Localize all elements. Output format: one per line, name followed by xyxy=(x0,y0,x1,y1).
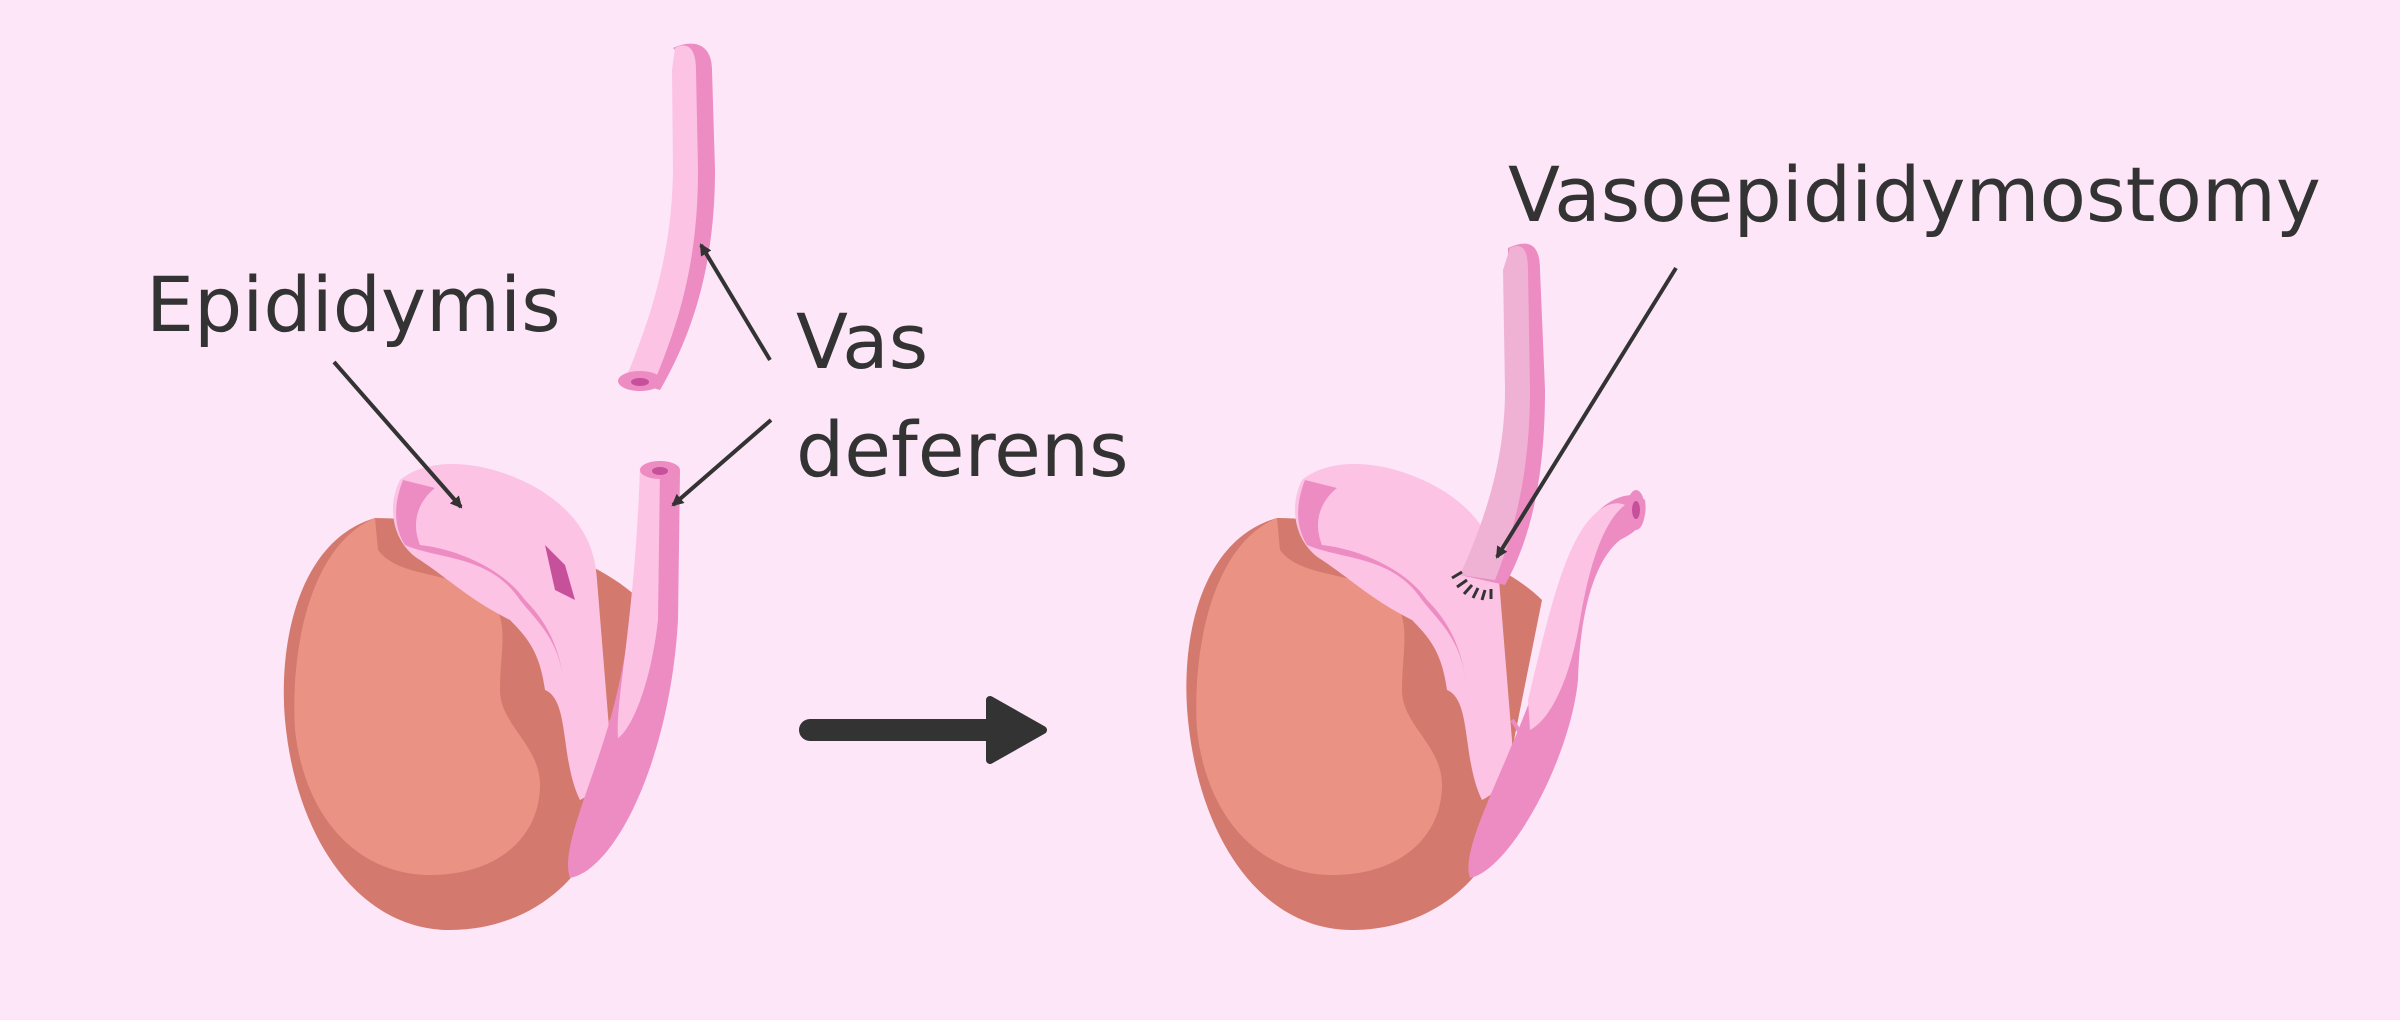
procedure-pointer xyxy=(1495,266,1678,559)
vas-label-line-2: deferens xyxy=(796,405,1129,494)
vas-lumen-lower xyxy=(652,467,668,475)
epididymis-incision xyxy=(545,545,575,600)
vas-lumen-upper xyxy=(631,378,649,386)
vas-upper-pointer xyxy=(699,243,772,362)
epididymis-label: Epididymis xyxy=(146,260,561,349)
procedure-label: Vasoepididymostomy xyxy=(1508,150,2321,239)
vas-deferens-after-anastomosis xyxy=(1451,243,1545,601)
vas-deferens-after-curve xyxy=(1468,490,1646,878)
vas-label-line-1: Vas xyxy=(796,297,929,386)
vas-lower-pointer xyxy=(671,418,773,507)
vas-deferens-lower xyxy=(568,461,680,878)
suture-marks xyxy=(1451,570,1493,601)
epididymis-pointer xyxy=(332,360,463,509)
vas-deferens-upper xyxy=(618,43,715,391)
vas-lumen-after xyxy=(1632,501,1640,519)
transition-arrow xyxy=(799,696,1047,764)
left-pointer-lines xyxy=(332,243,773,509)
vas-deferens-label: Vas deferens xyxy=(796,288,1129,504)
